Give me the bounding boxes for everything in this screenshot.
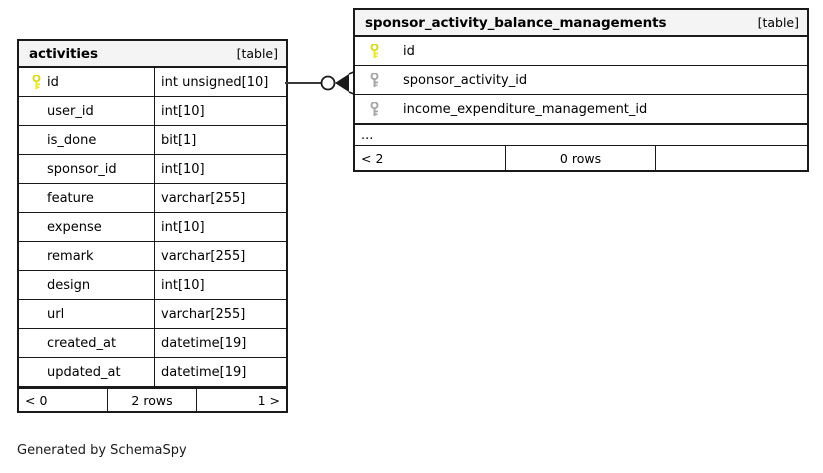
relationship-connector-activities-to-sponsor [285,70,357,96]
table-row[interactable]: id [355,37,807,66]
column-name-cell: updated_at [19,358,155,386]
table-footer: < 2 0 rows [355,146,807,170]
column-type: datetime[19] [161,335,247,351]
table-row[interactable]: user_id int[10] [19,97,286,126]
column-type: datetime[19] [161,364,247,380]
generated-by-caption: Generated by SchemaSpy [17,443,187,458]
column-name-cell: feature [19,184,155,212]
table-row[interactable]: design int[10] [19,271,286,300]
table-footer: < 0 2 rows 1 > [19,387,286,411]
table-title: sponsor_activity_balance_managements [365,14,667,31]
column-type: int[10] [161,103,205,119]
column-name: design [47,277,91,293]
table-row[interactable]: income_expenditure_management_id [355,95,807,124]
column-type: varchar[255] [161,190,246,206]
footer-row-count: 2 rows [108,389,197,411]
column-name-cell: user_id [19,97,155,125]
column-name: expense [47,219,102,235]
footer-next-degree[interactable] [656,146,807,170]
column-name: updated_at [47,364,121,380]
table-row[interactable]: sponsor_id int[10] [19,155,286,184]
column-name: remark [47,248,94,264]
column-type: int[10] [161,277,205,293]
foreign-key-icon [363,101,385,117]
column-name: sponsor_id [47,161,117,177]
primary-key-icon [25,74,47,90]
column-name-cell: remark [19,242,155,270]
footer-row-count: 0 rows [506,146,657,170]
column-type: bit[1] [161,132,197,148]
table-row[interactable]: id int unsigned[10] [19,68,286,97]
table-row[interactable]: sponsor_activity_id [355,66,807,95]
column-type: int unsigned[10] [161,74,269,90]
column-name-cell: is_done [19,126,155,154]
column-type: varchar[255] [161,248,246,264]
table-row[interactable]: created_at datetime[19] [19,329,286,358]
column-name: sponsor_activity_id [403,72,528,88]
column-type: int[10] [161,219,205,235]
table-type-tag: [table] [236,46,278,61]
column-name: income_expenditure_management_id [403,101,648,117]
column-name: id [403,43,415,59]
column-name-cell: sponsor_activity_id [355,66,807,94]
table-activities[interactable]: activities [table] id int unsigned[10] [17,39,288,413]
table-header: activities [table] [19,41,286,68]
column-name: id [47,74,59,90]
table-row[interactable]: is_done bit[1] [19,126,286,155]
column-name: created_at [47,335,117,351]
footer-prev-degree[interactable]: < 2 [355,146,506,170]
footer-prev-degree[interactable]: < 0 [19,389,108,411]
table-row[interactable]: updated_at datetime[19] [19,358,286,387]
column-name-cell: id [19,68,155,96]
column-name-cell: expense [19,213,155,241]
column-name-cell: created_at [19,329,155,357]
table-row[interactable]: expense int[10] [19,213,286,242]
column-name-cell: design [19,271,155,299]
foreign-key-icon [363,72,385,88]
table-type-tag: [table] [757,15,799,30]
column-name-cell: id [355,37,807,65]
column-name: feature [47,190,94,206]
column-name: user_id [47,103,94,119]
column-name: is_done [47,132,97,148]
column-type: varchar[255] [161,306,246,322]
column-name-cell: sponsor_id [19,155,155,183]
column-name-cell: income_expenditure_management_id [355,95,807,123]
table-title: activities [29,45,98,62]
column-name: url [47,306,65,322]
table-sponsor-activity-balance-managements[interactable]: sponsor_activity_balance_managements [ta… [353,8,809,172]
table-row[interactable]: url varchar[255] [19,300,286,329]
primary-key-icon [363,43,385,59]
table-row[interactable]: feature varchar[255] [19,184,286,213]
table-row[interactable]: remark varchar[255] [19,242,286,271]
column-type: int[10] [161,161,205,177]
more-columns-indicator: ... [355,124,807,146]
column-name-cell: url [19,300,155,328]
footer-next-degree[interactable]: 1 > [257,392,280,408]
table-header: sponsor_activity_balance_managements [ta… [355,10,807,37]
